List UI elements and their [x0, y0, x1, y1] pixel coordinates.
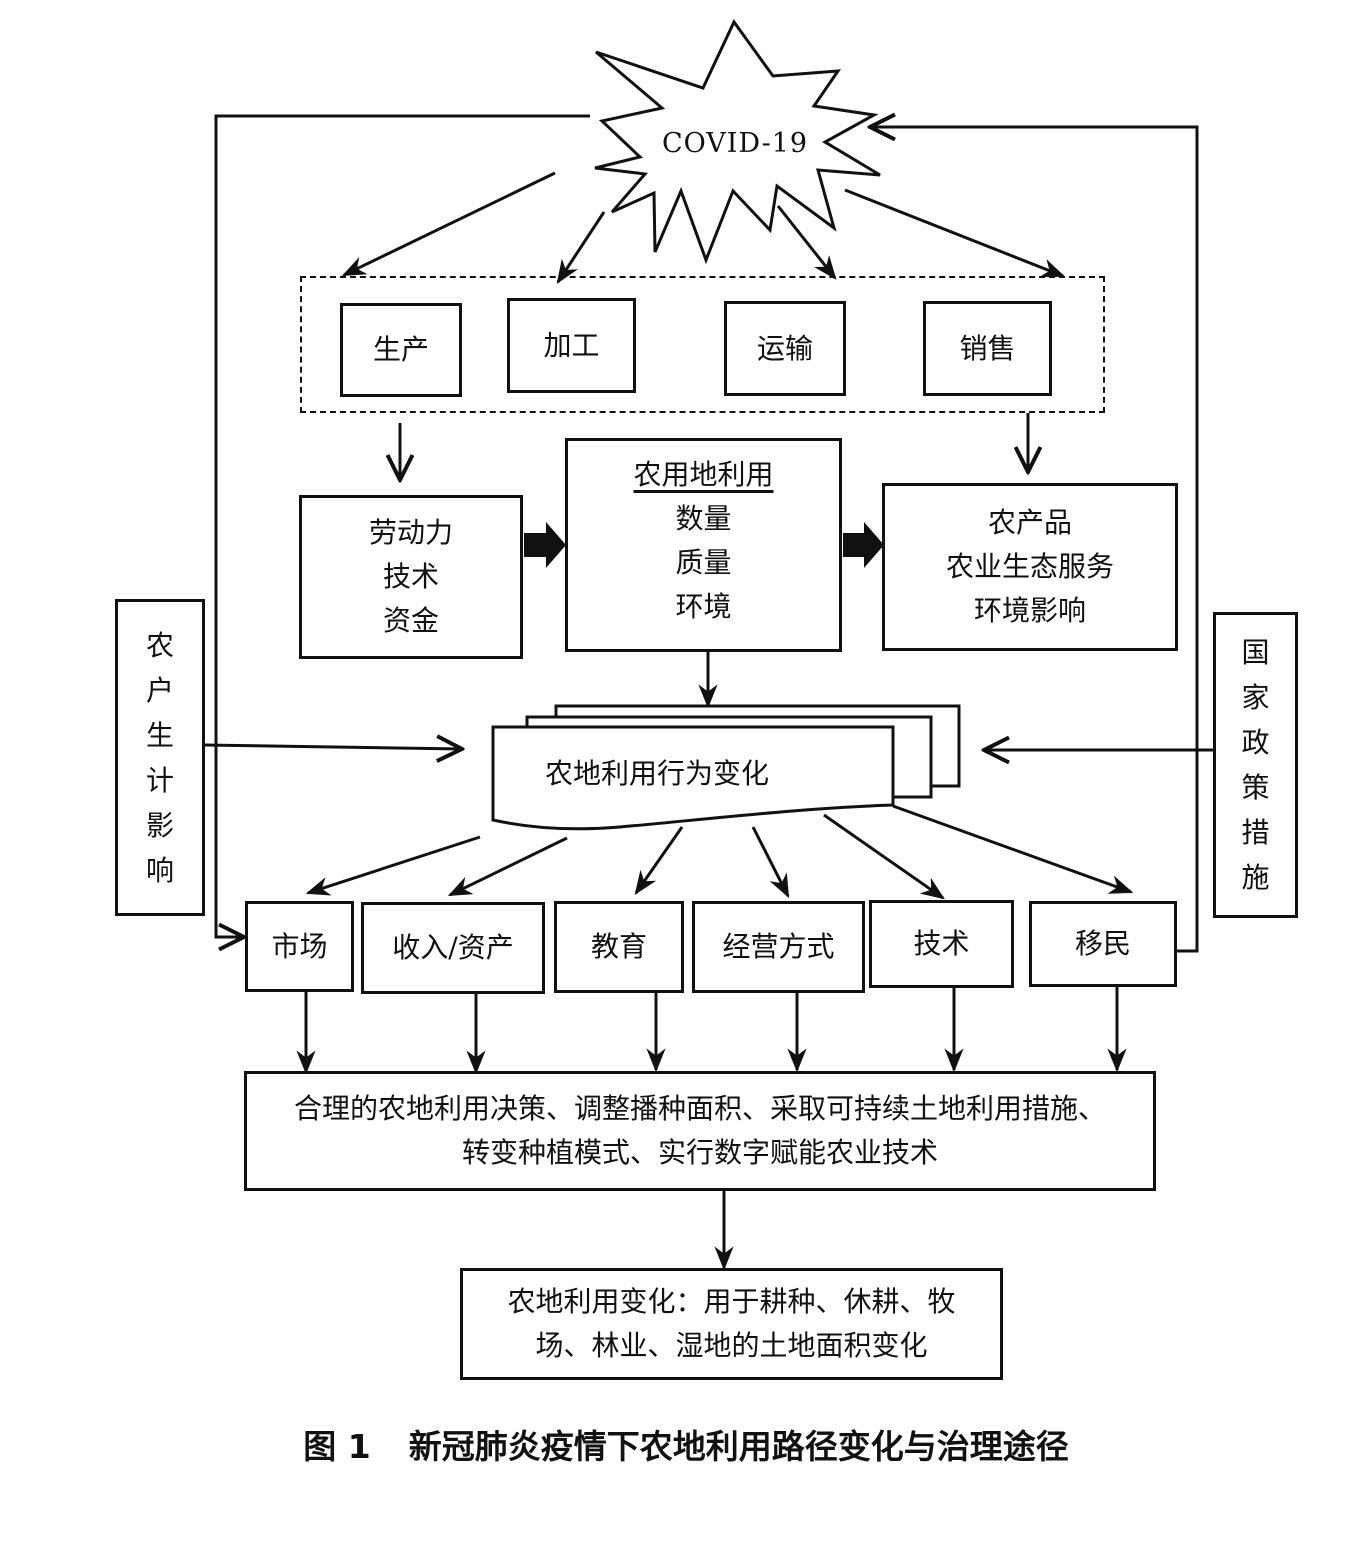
figure-caption: 图 1 新冠肺炎疫情下农地利用路径变化与治理途径 — [0, 1420, 1372, 1468]
input-technology: 技术 — [382, 560, 439, 593]
output-agri-products: 农产品 — [987, 506, 1072, 539]
decisions-box: 合理的农地利用决策、调整播种面积、采取可持续土地利用措施、 转变种植模式、实行数… — [244, 1071, 1156, 1191]
behavior-doc-front — [491, 725, 895, 831]
result-line-1: 农地利用变化：用于耕种、休耕、牧 — [507, 1285, 956, 1318]
decisions-line-1: 合理的农地利用决策、调整播种面积、采取可持续土地利用措施、 — [293, 1092, 1106, 1125]
arrow-covid-to-transport — [776, 205, 837, 280]
factor-management-label: 经营方式 — [722, 930, 835, 963]
policy-char: 政 — [1241, 726, 1270, 759]
arrow-covid-to-production — [341, 171, 556, 277]
figure-title: 新冠肺炎疫情下农地利用路径变化与治理途径 — [408, 1427, 1069, 1466]
output-eco-services: 农业生态服务 — [945, 550, 1114, 583]
arrow-migration-to-covid-loop — [870, 127, 1199, 953]
figure-number: 图 1 — [303, 1427, 371, 1466]
factor-education: 教育 — [554, 901, 684, 993]
livelihood-char: 影 — [145, 808, 174, 842]
livelihood-char: 计 — [145, 763, 174, 797]
inputs-box: 劳动力 技术 资金 — [299, 495, 523, 659]
arrow-covid-to-sales — [844, 188, 1066, 278]
supply-chain-group — [300, 276, 1105, 413]
factor-market: 市场 — [245, 901, 354, 992]
arrow-covid-to-market-loop — [214, 114, 590, 937]
policy-measures-box: 国 家 政 策 措 施 — [1213, 612, 1298, 918]
factor-technology: 技术 — [869, 900, 1014, 988]
factor-migration-label: 移民 — [1074, 927, 1131, 960]
production-label: 生产 — [372, 333, 429, 366]
covid-starburst-shape — [594, 19, 881, 265]
livelihood-char: 响 — [145, 853, 174, 887]
block-arrow-inputs-to-land — [524, 522, 566, 568]
policy-char: 家 — [1241, 681, 1270, 714]
factor-technology-label: 技术 — [913, 927, 970, 960]
decisions-line-2: 转变种植模式、实行数字赋能农业技术 — [461, 1136, 938, 1169]
supply-chain-transport: 运输 — [724, 301, 846, 396]
result-line-2: 场、林业、湿地的土地面积变化 — [535, 1329, 928, 1362]
arrow-behavior-to-market — [305, 835, 481, 896]
policy-char: 国 — [1241, 636, 1270, 669]
supply-chain-production: 生产 — [340, 303, 462, 397]
policy-char: 施 — [1241, 861, 1270, 894]
factor-education-label: 教育 — [590, 930, 647, 963]
arrow-behavior-to-education — [634, 826, 684, 895]
arrow-livelihood-to-behavior — [203, 745, 462, 749]
land-use-quantity: 数量 — [675, 502, 732, 535]
land-use-box: 农用地利用 数量 质量 环境 — [565, 438, 842, 652]
factor-market-label: 市场 — [271, 929, 328, 963]
factor-management: 经营方式 — [692, 901, 865, 993]
land-use-title: 农用地利用 — [633, 458, 774, 491]
livelihood-impact-box: 农 户 生 计 影 响 — [115, 599, 205, 916]
input-capital: 资金 — [382, 604, 439, 637]
arrow-behavior-to-technology — [823, 813, 945, 900]
behavior-change-label: 农地利用行为变化 — [545, 757, 770, 790]
factor-income-assets: 收入/资产 — [361, 902, 545, 994]
block-arrow-land-to-outputs — [843, 522, 884, 568]
sales-label: 销售 — [959, 331, 1016, 365]
arrow-behavior-to-management — [751, 826, 790, 899]
result-box: 农地利用变化：用于耕种、休耕、牧 场、林业、湿地的土地面积变化 — [460, 1268, 1003, 1380]
supply-chain-sales: 销售 — [923, 301, 1052, 396]
outputs-box: 农产品 农业生态服务 环境影响 — [882, 483, 1178, 651]
policy-char: 策 — [1241, 771, 1270, 804]
supply-chain-processing: 加工 — [507, 298, 636, 393]
transport-label: 运输 — [756, 331, 813, 365]
input-labor: 劳动力 — [368, 516, 453, 549]
livelihood-char: 生 — [145, 718, 174, 752]
output-env-impact: 环境影响 — [973, 594, 1086, 627]
factor-migration: 移民 — [1029, 901, 1177, 987]
covid-label: COVID-19 — [661, 128, 809, 159]
land-use-quality: 质量 — [675, 546, 732, 579]
arrow-covid-to-processing — [556, 211, 606, 285]
processing-label: 加工 — [543, 328, 600, 362]
factor-income-label: 收入/资产 — [392, 931, 514, 964]
land-use-environment: 环境 — [675, 590, 732, 623]
livelihood-char: 农 — [145, 628, 174, 662]
arrow-behavior-to-income — [447, 836, 568, 897]
arrow-behavior-to-migration — [892, 804, 1134, 894]
policy-char: 措 — [1241, 816, 1270, 849]
livelihood-char: 户 — [145, 673, 174, 707]
